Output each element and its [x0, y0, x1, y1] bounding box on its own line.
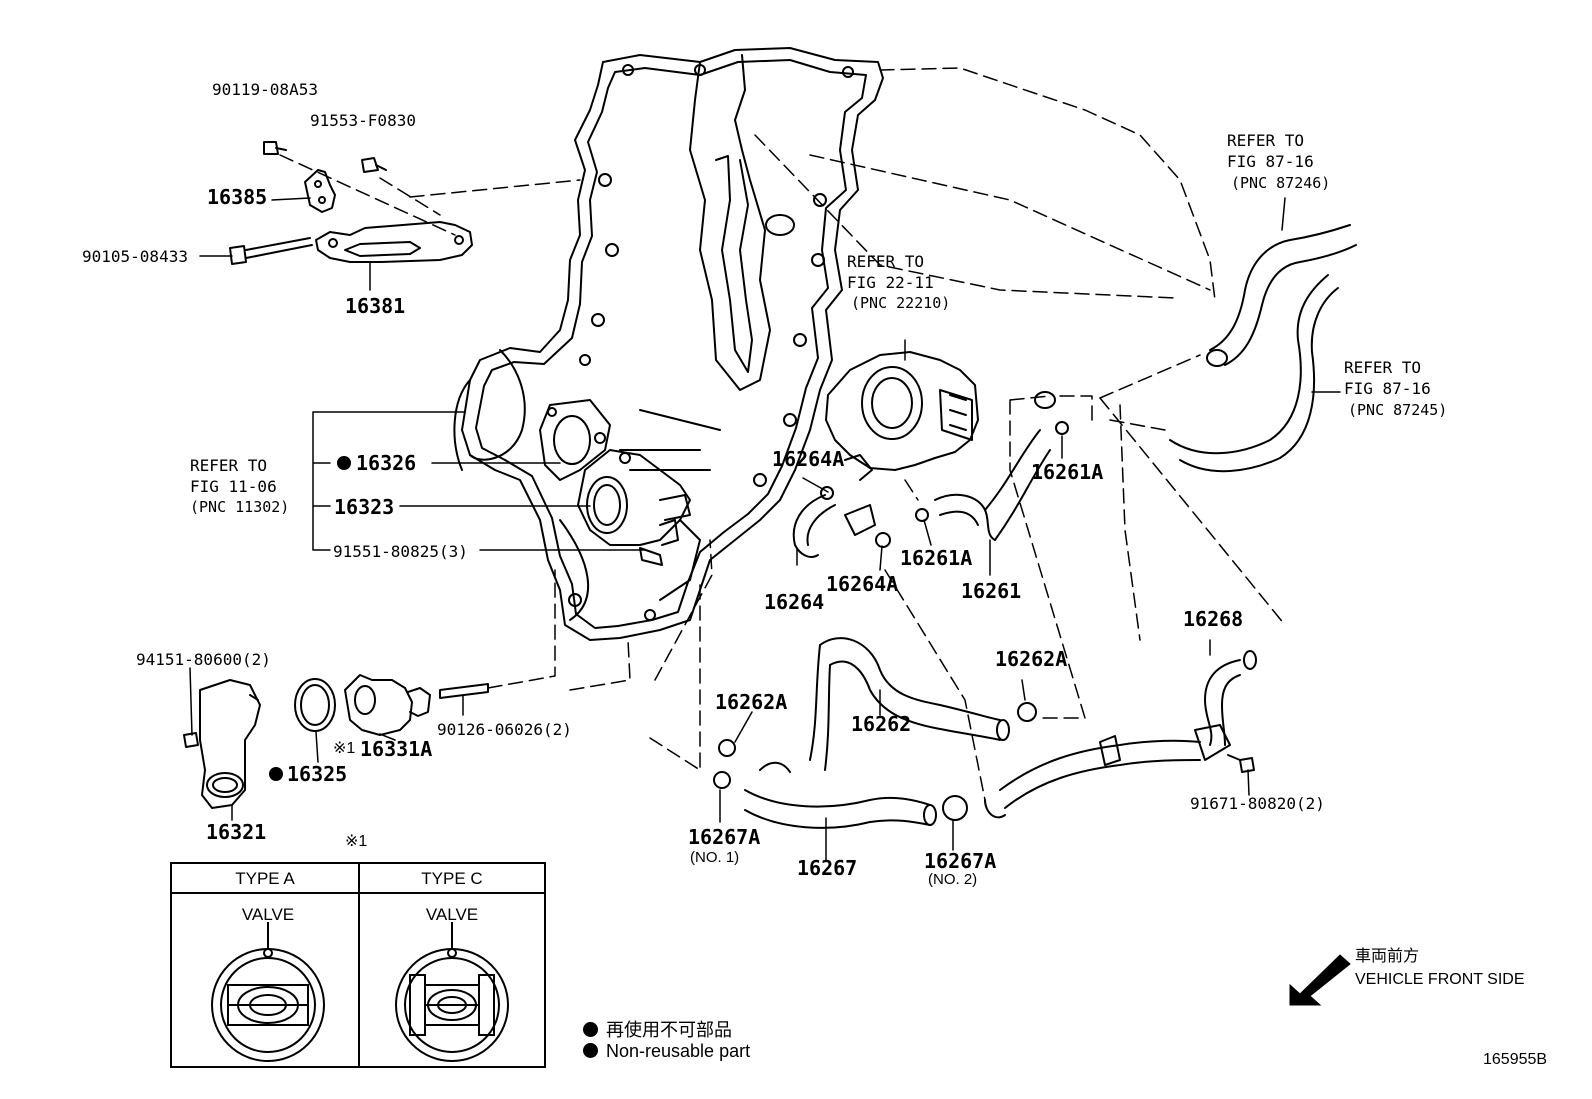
throttle-body — [825, 351, 979, 481]
vehicle-front-jp: 車両前方 — [1355, 948, 1420, 965]
label-16262A-right: 16262A — [995, 647, 1068, 671]
label-refer-fig11-line1: REFER TO — [190, 456, 268, 475]
legend-jp-text: 再使用不可部品 — [606, 1020, 732, 1040]
label-16267A-no1: 16267A — [688, 825, 761, 849]
bracket-16381 — [315, 221, 473, 263]
label-90126-06026: 90126-06026(2) — [437, 720, 572, 739]
leader-lines — [189, 197, 1341, 861]
hose-16267 — [744, 789, 968, 829]
water-outlet-16321 — [199, 679, 261, 809]
hose-16261 — [934, 391, 1056, 541]
label-16262: 16262 — [851, 712, 912, 736]
label-refer-fig22-line1: REFER TO — [847, 252, 925, 271]
label-refer-fig22-line3: (PNC 22210) — [851, 294, 951, 312]
bolt-91671 — [1227, 754, 1255, 773]
label-90105-08433: 90105-08433 — [82, 247, 188, 266]
inset-mark: ※1 — [345, 833, 368, 850]
thermostat-16331A — [344, 674, 431, 736]
label-refer-fig11-line3: (PNC 11302) — [190, 498, 290, 516]
legend-nonreusable-en: Non-reusable part — [583, 1041, 750, 1062]
legend-dot-icon — [583, 1043, 598, 1058]
label-refer-fig11-line2: FIG 11-06 — [190, 477, 277, 496]
plate-16385 — [304, 169, 336, 213]
label-16381: 16381 — [345, 294, 406, 318]
figure-id: 165955B — [1483, 1051, 1548, 1068]
label-90119-08A53: 90119-08A53 — [212, 80, 318, 99]
nonreusable-dot-16325 — [269, 767, 283, 781]
label-refer-fig87-246-line2: FIG 87-16 — [1227, 152, 1314, 171]
bolt-91553 — [361, 157, 387, 173]
thermostat-type-c-drawing — [395, 922, 509, 1062]
label-16268: 16268 — [1183, 607, 1244, 631]
label-94151-80600: 94151-80600(2) — [136, 650, 271, 669]
label-mark1: ※1 — [333, 740, 356, 757]
inset-divider — [358, 864, 360, 1066]
clamp-set — [713, 421, 1069, 789]
dashed-lines — [279, 67, 1286, 801]
label-refer-fig87-245-line1: REFER TO — [1344, 358, 1422, 377]
label-16264A-upper: 16264A — [772, 447, 845, 471]
label-16321: 16321 — [206, 820, 267, 844]
bolt-90105 — [229, 237, 313, 265]
label-16261A-right: 16261A — [1031, 460, 1104, 484]
label-16267: 16267 — [797, 856, 858, 880]
label-16261: 16261 — [961, 579, 1022, 603]
valve-label-type-c: VALVE — [425, 905, 479, 924]
label-no2: (NO. 2) — [928, 871, 978, 888]
bolt-90119 — [263, 141, 287, 155]
label-16264A-lower: 16264A — [826, 572, 899, 596]
vehicle-front-arrow-icon — [1289, 954, 1351, 1006]
legend-nonreusable-jp: 再使用不可部品 — [583, 1016, 732, 1042]
thermostat-type-inset: TYPE A TYPE C VALVE VALVE — [170, 862, 546, 1068]
label-16264: 16264 — [764, 590, 825, 614]
inset-header-type-c: TYPE C — [360, 864, 544, 894]
gasket-16325 — [294, 678, 336, 732]
hose-87245 — [1169, 274, 1339, 473]
gasket-16326 — [539, 399, 611, 481]
label-91551-80825: 91551-80825(3) — [333, 542, 468, 561]
timing-cover — [453, 47, 884, 641]
hose-87246 — [1206, 224, 1357, 367]
legend-en-text: Non-reusable part — [606, 1041, 751, 1061]
label-91553-F0830: 91553-F0830 — [310, 111, 416, 130]
hose-16262 — [759, 637, 1010, 773]
label-refer-fig87-245-line3: (PNC 87245) — [1348, 401, 1448, 419]
label-no1: (NO. 1) — [690, 849, 740, 866]
label-91671-80820: 91671-80820(2) — [1190, 794, 1325, 813]
label-16262A-left: 16262A — [715, 690, 788, 714]
label-16261A-mid: 16261A — [900, 546, 973, 570]
label-refer-fig22-line2: FIG 22-11 — [847, 273, 934, 292]
label-refer-fig87-246-line1: REFER TO — [1227, 131, 1305, 150]
label-refer-fig87-246-line3: (PNC 87246) — [1231, 174, 1331, 192]
label-16326: 16326 — [356, 451, 417, 475]
stud-90126 — [439, 683, 489, 699]
bolt-94151 — [183, 732, 199, 748]
label-16323: 16323 — [334, 495, 395, 519]
label-16331A: 16331A — [360, 737, 433, 761]
label-16325: 16325 — [287, 762, 348, 786]
label-16385: 16385 — [207, 185, 268, 209]
thermostat-type-a-drawing — [211, 922, 325, 1062]
hose-16268 — [984, 650, 1257, 819]
hose-16264 — [792, 494, 876, 558]
nonreusable-dot-16326 — [337, 456, 351, 470]
legend-dot-icon — [583, 1022, 598, 1037]
water-inlet-housing-16323 — [577, 449, 691, 566]
label-16267A-no2: 16267A — [924, 849, 997, 873]
label-refer-fig87-245-line2: FIG 87-16 — [1344, 379, 1431, 398]
vehicle-front-en: VEHICLE FRONT SIDE — [1355, 971, 1525, 988]
inset-header-type-a: TYPE A — [172, 864, 358, 894]
valve-label-type-a: VALVE — [241, 905, 295, 924]
